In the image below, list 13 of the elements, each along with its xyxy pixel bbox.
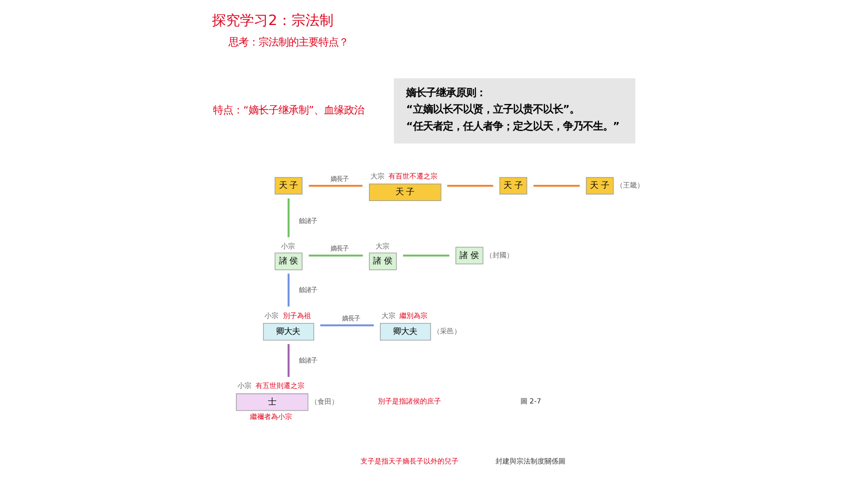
connector [403,254,450,257]
connector [288,198,290,238]
label: 特点：“嫡长子继承制”、血缘政治 [213,104,364,116]
node-box: 嫡长子继承原则： “立嫡以长不以贤，立子以贵不以长”。 “任天者定，任人者争；定之以天，争乃不生。” [394,78,636,144]
connector [288,274,290,307]
label: 思考：宗法制的主要特点？ [228,36,349,49]
diagram-title: 探究学习2：宗法制 [212,12,334,29]
connector [308,184,362,187]
connector [533,184,580,187]
connector [288,344,290,377]
connector [447,184,494,187]
connector [320,324,374,326]
connector [308,254,363,257]
